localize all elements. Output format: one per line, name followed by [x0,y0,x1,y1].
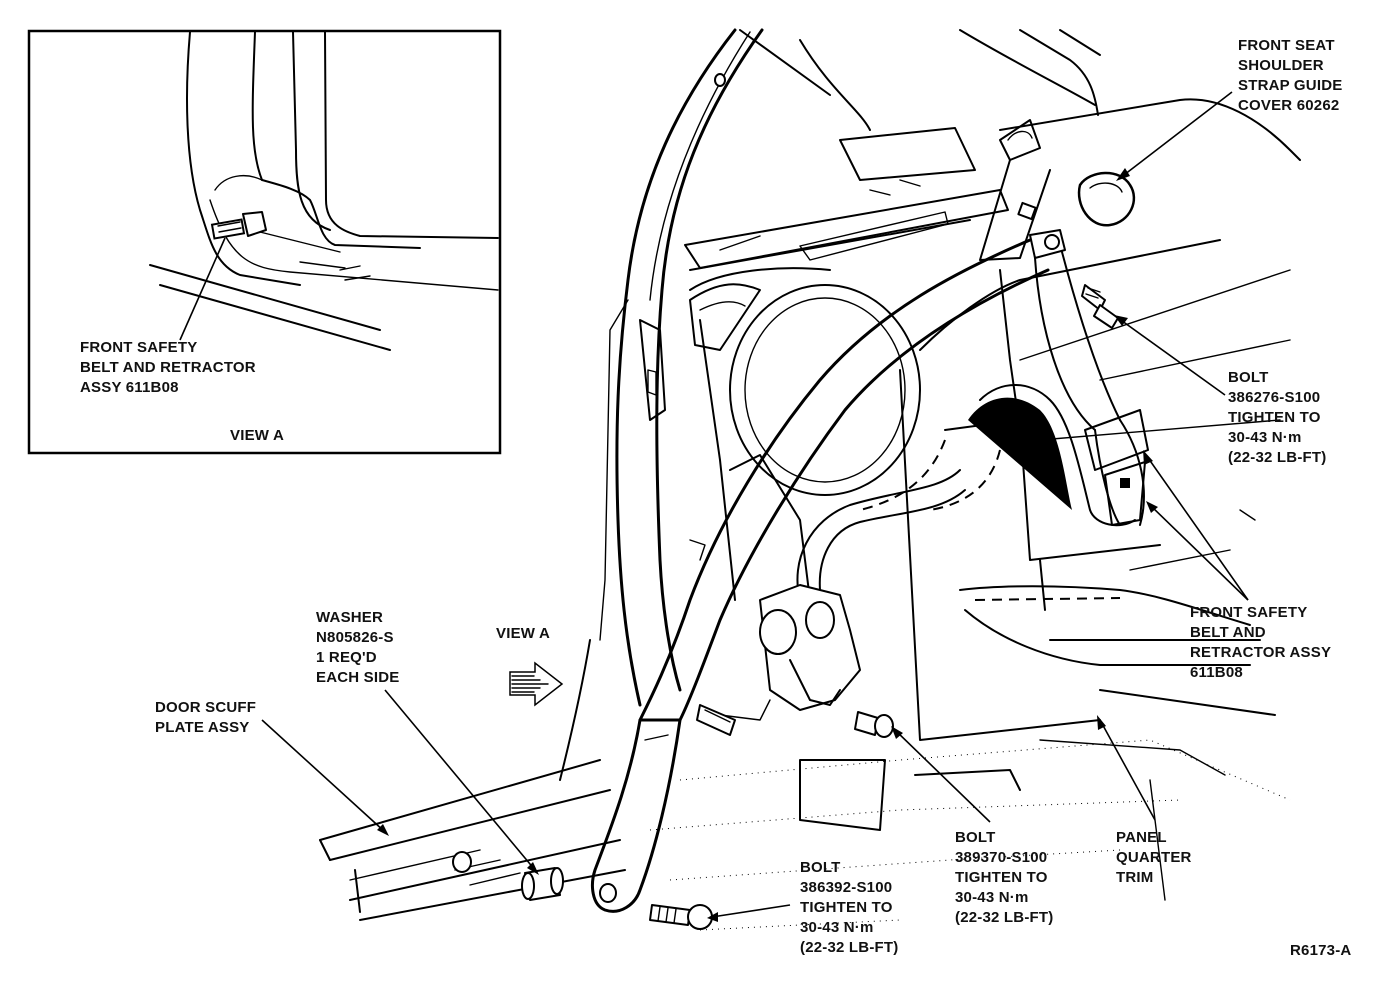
bolt-middle-line5: (22-32 LB-FT) [955,909,1053,926]
guide-cover-line3: STRAP GUIDE [1238,77,1342,94]
bolt-middle-line3: TIGHTEN TO [955,869,1048,886]
inset-title: VIEW A [230,427,284,444]
bolt-upper-line2: 386276-S100 [1228,389,1320,406]
lower-bolt-icon [649,904,713,930]
scuff-plate-line1: DOOR SCUFF [155,699,256,716]
callout-bolt-upper: BOLT 386276-S100 TIGHTEN TO 30-43 N·m (2… [1228,369,1326,466]
bolt-lower-line2: 386392-S100 [800,879,892,896]
strap-guide-cover-icon [1077,171,1136,227]
bolt-upper-line5: (22-32 LB-FT) [1228,449,1326,466]
inset-bolt-icon [210,211,267,240]
callout-scuff-plate: DOOR SCUFF PLATE ASSY [155,699,256,736]
callout-bolt-middle: BOLT 389370-S100 TIGHTEN TO 30-43 N·m (2… [955,829,1053,926]
callout-belt-assy: FRONT SAFETY BELT AND RETRACTOR ASSY 611… [1190,604,1331,681]
guide-cover-line2: SHOULDER [1238,57,1324,74]
view-a-callout: VIEW A [496,625,550,642]
bolt-lower-line3: TIGHTEN TO [800,899,893,916]
bolt-upper-line3: TIGHTEN TO [1228,409,1321,426]
retractor-assembly-icon [696,584,861,736]
callout-panel-trim: PANEL QUARTER TRIM [1116,829,1192,886]
washer-line3: 1 REQ'D [316,649,377,666]
panel-trim-line2: QUARTER [1116,849,1192,866]
washer-line4: EACH SIDE [316,669,399,686]
washer-icon [521,867,564,901]
belt-assy-line2: BELT AND [1190,624,1266,641]
upper-bolt-icon [1081,284,1119,329]
inset-label-line1: FRONT SAFETY [80,339,197,356]
inset-frame [27,29,502,455]
guide-cover-line1: FRONT SEAT [1238,37,1335,54]
leader-lines [261,91,1249,922]
belt-assy-line3: RETRACTOR ASSY [1190,644,1331,661]
callout-guide-cover: FRONT SEAT SHOULDER STRAP GUIDE COVER 60… [1238,37,1342,114]
scuff-plate-line2: PLATE ASSY [155,719,250,736]
bolt-middle-line2: 389370-S100 [955,849,1047,866]
washer-line2: N805826-S [316,629,394,646]
view-a-arrow-icon [509,661,564,707]
callout-washer: WASHER N805826-S 1 REQ'D EACH SIDE [316,609,399,686]
bolt-lower-line5: (22-32 LB-FT) [800,939,898,956]
figure-id: R6173-A [1290,942,1351,959]
inset-view-a: FRONT SAFETY BELT AND RETRACTOR ASSY 611… [27,29,502,455]
main-drawing [319,28,1301,931]
bolt-upper-line4: 30-43 N·m [1228,429,1302,446]
middle-bolt-icon [854,711,894,738]
guide-cover-line4: COVER 60262 [1238,97,1339,114]
bolt-middle-line4: 30-43 N·m [955,889,1029,906]
bolt-lower-line1: BOLT [800,859,841,876]
bolt-middle-line1: BOLT [955,829,996,846]
inset-label-line3: ASSY 611B08 [80,379,179,396]
callout-bolt-lower: BOLT 386392-S100 TIGHTEN TO 30-43 N·m (2… [800,859,898,956]
bolt-lower-line4: 30-43 N·m [800,919,874,936]
washer-line1: WASHER [316,609,383,626]
belt-assy-line1: FRONT SAFETY [1190,604,1307,621]
panel-trim-line3: TRIM [1116,869,1153,886]
bolt-upper-line1: BOLT [1228,369,1269,386]
inset-label-line2: BELT AND RETRACTOR [80,359,256,376]
belt-assy-line4: 611B08 [1190,664,1243,681]
panel-trim-line1: PANEL [1116,829,1167,846]
